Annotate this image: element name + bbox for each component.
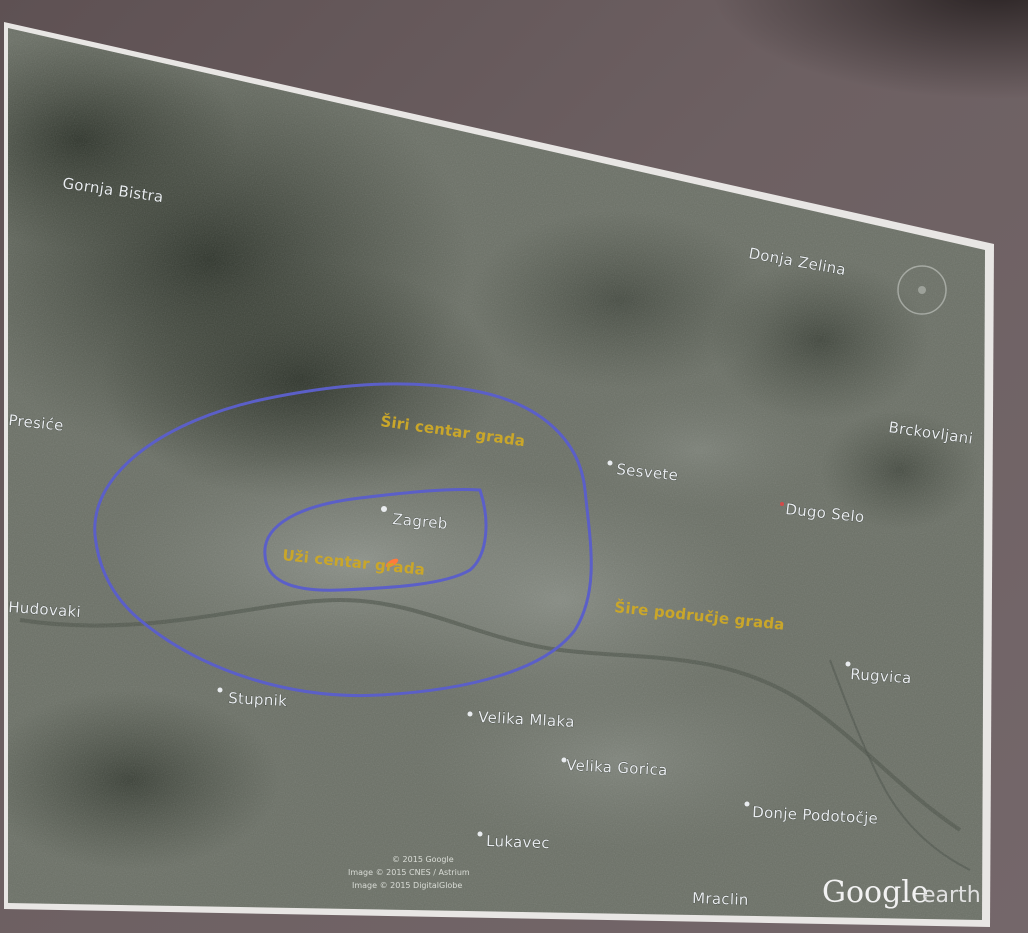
- credit-line: © 2015 Google: [392, 855, 454, 864]
- place-labels: Gornja Bistra Donja Zelina Presiće Brcko…: [8, 174, 975, 909]
- place-label: Velika Gorica: [566, 756, 668, 779]
- place-label: Stupnik: [228, 689, 288, 710]
- logo-product: earth: [922, 883, 981, 908]
- place-label: Zagreb: [392, 510, 449, 533]
- laser-pointer-dot: [385, 558, 399, 568]
- logo-brand: Google: [822, 875, 929, 910]
- place-label: Lukavec: [486, 832, 550, 852]
- credit-line: Image © 2015 DigitalGlobe: [352, 881, 462, 890]
- place-label: Hudovaki: [8, 598, 82, 621]
- ceiling-shadow: [708, 0, 1028, 100]
- wider-center-boundary: [93, 382, 593, 698]
- credit-line: Image © 2015 CNES / Astrium: [348, 868, 470, 877]
- place-label: Velika Mlaka: [478, 708, 575, 731]
- place-label: Rugvica: [850, 665, 912, 687]
- compass-icon[interactable]: [897, 265, 947, 315]
- imagery-credits: © 2015 Google Image © 2015 CNES / Astriu…: [348, 855, 470, 890]
- google-earth-logo: Google earth: [822, 875, 981, 910]
- place-label: Mraclin: [692, 889, 749, 909]
- inner-center-boundary: [263, 487, 488, 592]
